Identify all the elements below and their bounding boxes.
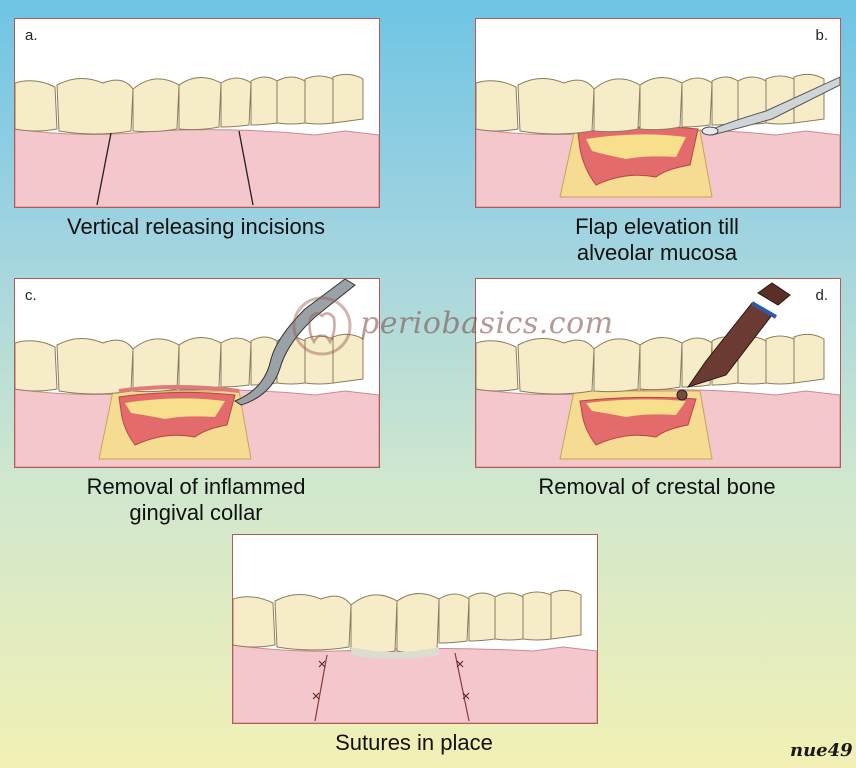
panel-a: a. <box>14 18 380 208</box>
caption-b: Flap elevation till alveolar mucosa <box>575 214 739 265</box>
caption-e: Sutures in place <box>335 730 493 755</box>
artist-signature: nue49 <box>790 740 853 761</box>
panel-e-illustration <box>233 589 597 723</box>
caption-d: Removal of crestal bone <box>538 474 776 499</box>
panel-label: a. <box>25 27 38 44</box>
panel-d: d. <box>475 278 841 468</box>
watermark: periobasics.com <box>288 292 613 362</box>
panel-a-illustration <box>15 73 379 207</box>
caption-c: Removal of inflammed gingival collar <box>86 474 306 525</box>
panel-label: c. <box>25 287 37 304</box>
panel-d-illustration <box>476 282 840 467</box>
watermark-text: periobasics.com <box>360 306 614 341</box>
panel-c: c. <box>14 278 380 468</box>
caption-a: Vertical releasing incisions <box>66 214 326 239</box>
panel-label: d. <box>815 287 828 304</box>
panel-c-illustration <box>15 279 379 467</box>
panel-label: b. <box>815 27 828 44</box>
panel-b-illustration <box>476 73 840 207</box>
panel-e <box>232 534 598 724</box>
watermark-tooth-icon <box>292 296 352 356</box>
panel-b: b. <box>475 18 841 208</box>
